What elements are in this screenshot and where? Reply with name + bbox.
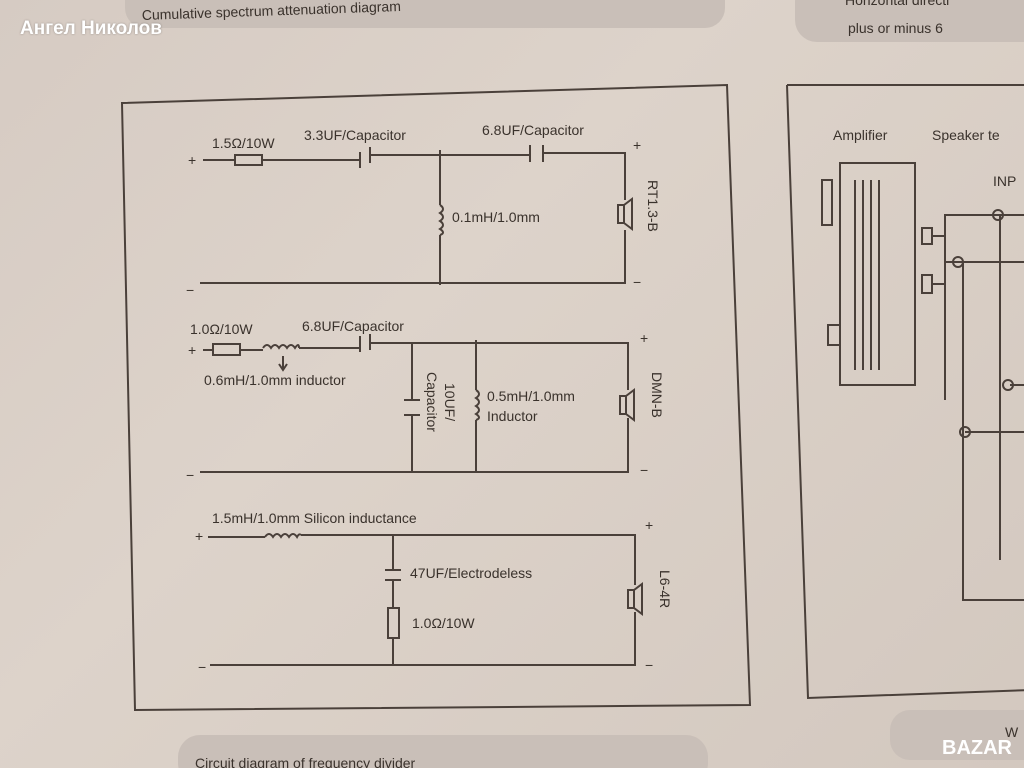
svg-text:+: + [633, 137, 641, 153]
svg-text:DMN-B: DMN-B [649, 372, 665, 418]
right-panel-border [786, 84, 1024, 700]
svg-text:1.0Ω/10W: 1.0Ω/10W [190, 321, 253, 337]
circuit-2: + − + − 1.0Ω/10W 6.8UF/Capacitor 0.6mH/1… [186, 318, 665, 483]
top-heading-pill [125, 0, 725, 28]
speaker-icon [617, 197, 633, 231]
svg-text:1.5mH/1.0mm Silicon inductance: 1.5mH/1.0mm Silicon inductance [212, 510, 417, 526]
circuit-3: + − + − 1.5mH/1.0mm Silicon inductance 4… [195, 510, 673, 675]
svg-text:RT1.3-B: RT1.3-B [645, 180, 661, 232]
bottom-heading-pill [178, 735, 708, 768]
svg-text:+: + [645, 517, 653, 533]
svg-text:+: + [640, 330, 648, 346]
svg-text:Speaker te: Speaker te [932, 127, 1000, 143]
top-heading-right-2: plus or minus 6 [848, 20, 943, 36]
bottom-heading: Circuit diagram of frequency divider [195, 755, 416, 768]
svg-text:−: − [198, 659, 206, 675]
right-bottom-text: W [1005, 724, 1019, 740]
svg-text:Amplifier: Amplifier [833, 127, 888, 143]
svg-text:6.8UF/Capacitor: 6.8UF/Capacitor [482, 122, 584, 138]
speaker-icon [619, 388, 635, 422]
svg-text:INP: INP [993, 173, 1016, 189]
svg-text:1.0Ω/10W: 1.0Ω/10W [412, 615, 475, 631]
circuit-1: + − + − 1.5Ω/10W 3.3UF/Capacitor 6.8UF/C… [186, 122, 661, 298]
svg-text:L6-4R: L6-4R [657, 570, 673, 608]
svg-text:−: − [186, 467, 194, 483]
svg-text:47UF/Electrodeless: 47UF/Electrodeless [410, 565, 532, 581]
top-heading-right-pill [795, 0, 1024, 42]
svg-text:Capacitor: Capacitor [424, 372, 440, 432]
svg-text:0.5mH/1.0mm: 0.5mH/1.0mm [487, 388, 575, 404]
bottom-right-pill [890, 710, 1024, 760]
svg-text:6.8UF/Capacitor: 6.8UF/Capacitor [302, 318, 404, 334]
svg-text:−: − [640, 462, 648, 478]
wiring-diagram: Amplifier Speaker te INP [821, 127, 1024, 601]
svg-text:+: + [188, 152, 196, 168]
svg-text:−: − [633, 274, 641, 290]
svg-text:+: + [188, 342, 196, 358]
svg-text:3.3UF/Capacitor: 3.3UF/Capacitor [304, 127, 406, 143]
svg-text:10UF/: 10UF/ [442, 383, 458, 421]
bazar-logo: BAZAR [942, 737, 1012, 759]
svg-text:−: − [645, 657, 653, 673]
svg-text:+: + [195, 528, 203, 544]
svg-text:1.5Ω/10W: 1.5Ω/10W [212, 135, 275, 151]
svg-text:Inductor: Inductor [487, 408, 538, 424]
svg-text:−: − [186, 282, 194, 298]
amplifier-box [839, 162, 916, 386]
svg-text:0.1mH/1.0mm: 0.1mH/1.0mm [452, 209, 540, 225]
left-panel-border [120, 83, 752, 712]
speaker-icon [627, 582, 643, 616]
svg-text:0.6mH/1.0mm inductor: 0.6mH/1.0mm inductor [204, 372, 346, 388]
top-heading-right-1: Horizontal directi [845, 0, 949, 8]
watermark: Ангел Николов [20, 18, 162, 39]
